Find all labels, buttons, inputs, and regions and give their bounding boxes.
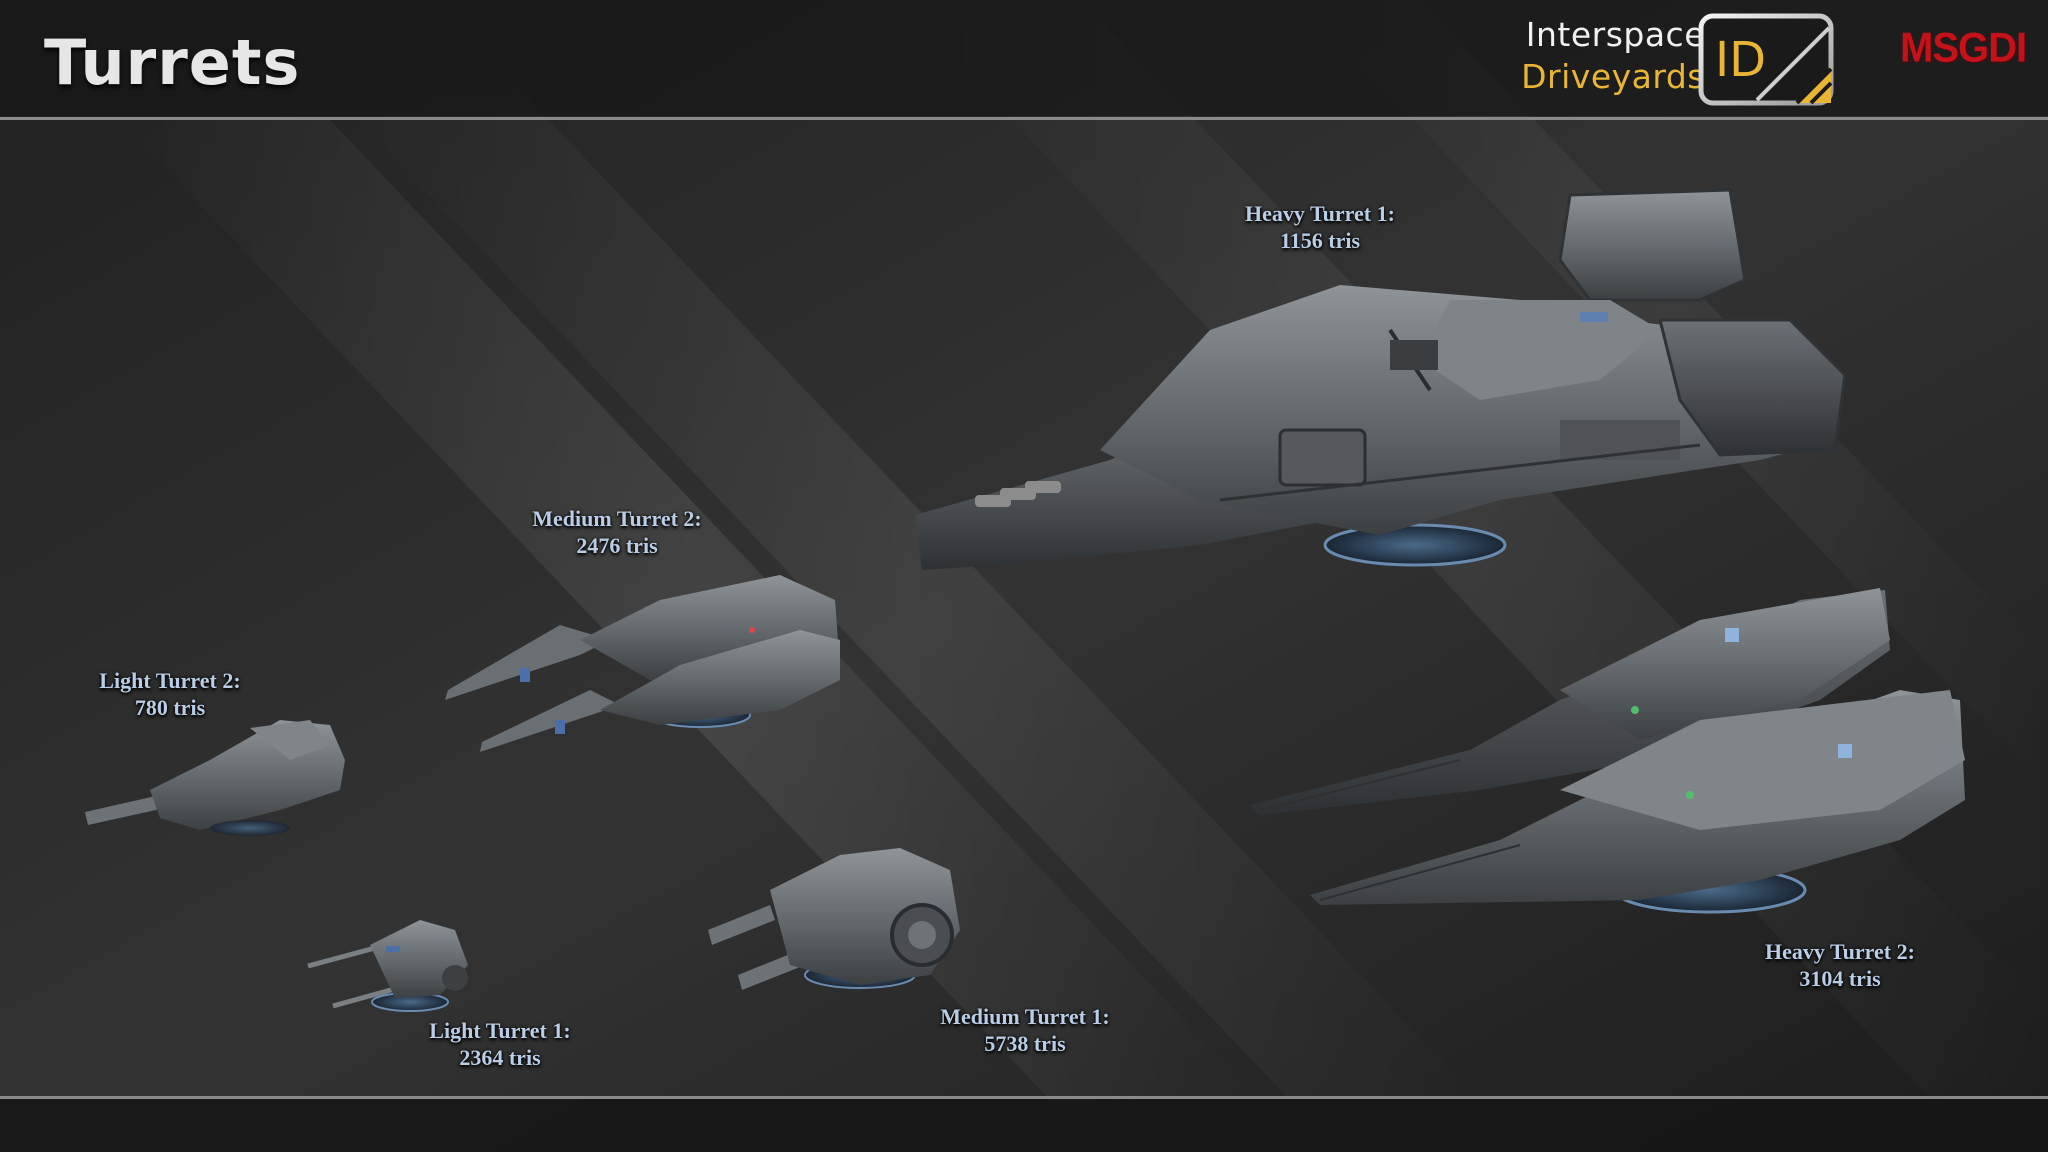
turret-tris: 5738 tris: [984, 1031, 1066, 1056]
medium-turret-2-model: [445, 575, 840, 752]
id-badge-icon: ID: [1698, 13, 1834, 106]
label-medium-turret-1: Medium Turret 1: 5738 tris: [910, 1003, 1140, 1057]
heavy-turret-1-model: [915, 188, 1847, 570]
header-divider: [0, 117, 2048, 120]
label-heavy-turret-2: Heavy Turret 2: 3104 tris: [1730, 938, 1950, 992]
page-title: Turrets: [44, 26, 301, 99]
turret-tris: 3104 tris: [1799, 966, 1881, 991]
label-light-turret-1: Light Turret 1: 2364 tris: [390, 1017, 610, 1071]
heavy-turret-2-model: [1250, 588, 1965, 914]
medium-turret-1-model: [708, 848, 960, 990]
turret-tris: 780 tris: [134, 695, 206, 720]
light-turret-2-model: [85, 720, 345, 836]
brand-line-2: Driveyards: [1521, 57, 1705, 96]
turret-name: Medium Turret 1:: [940, 1004, 1110, 1029]
label-heavy-turret-1: Heavy Turret 1: 1156 tris: [1210, 200, 1430, 254]
turret-name: Heavy Turret 2:: [1765, 939, 1915, 964]
brand-wordmark: Interspace Driveyards: [1460, 14, 1705, 98]
turret-name: Medium Turret 2:: [532, 506, 702, 531]
turret-name: Light Turret 1:: [429, 1018, 571, 1043]
partner-logo: MSGDI: [1900, 24, 2027, 72]
footer-divider: [0, 1096, 2048, 1099]
footer-band: [0, 1099, 2048, 1152]
turret-tris: 2364 tris: [459, 1045, 541, 1070]
light-turret-1-model: [307, 920, 468, 1012]
turret-tris: 2476 tris: [576, 533, 658, 558]
turret-tris: 1156 tris: [1279, 228, 1361, 253]
turret-name: Light Turret 2:: [99, 668, 241, 693]
label-medium-turret-2: Medium Turret 2: 2476 tris: [502, 505, 732, 559]
label-light-turret-2: Light Turret 2: 780 tris: [60, 667, 280, 721]
brand-line-1: Interspace: [1525, 15, 1705, 54]
id-badge-text: ID: [1715, 32, 1766, 88]
turret-name: Heavy Turret 1:: [1245, 201, 1395, 226]
